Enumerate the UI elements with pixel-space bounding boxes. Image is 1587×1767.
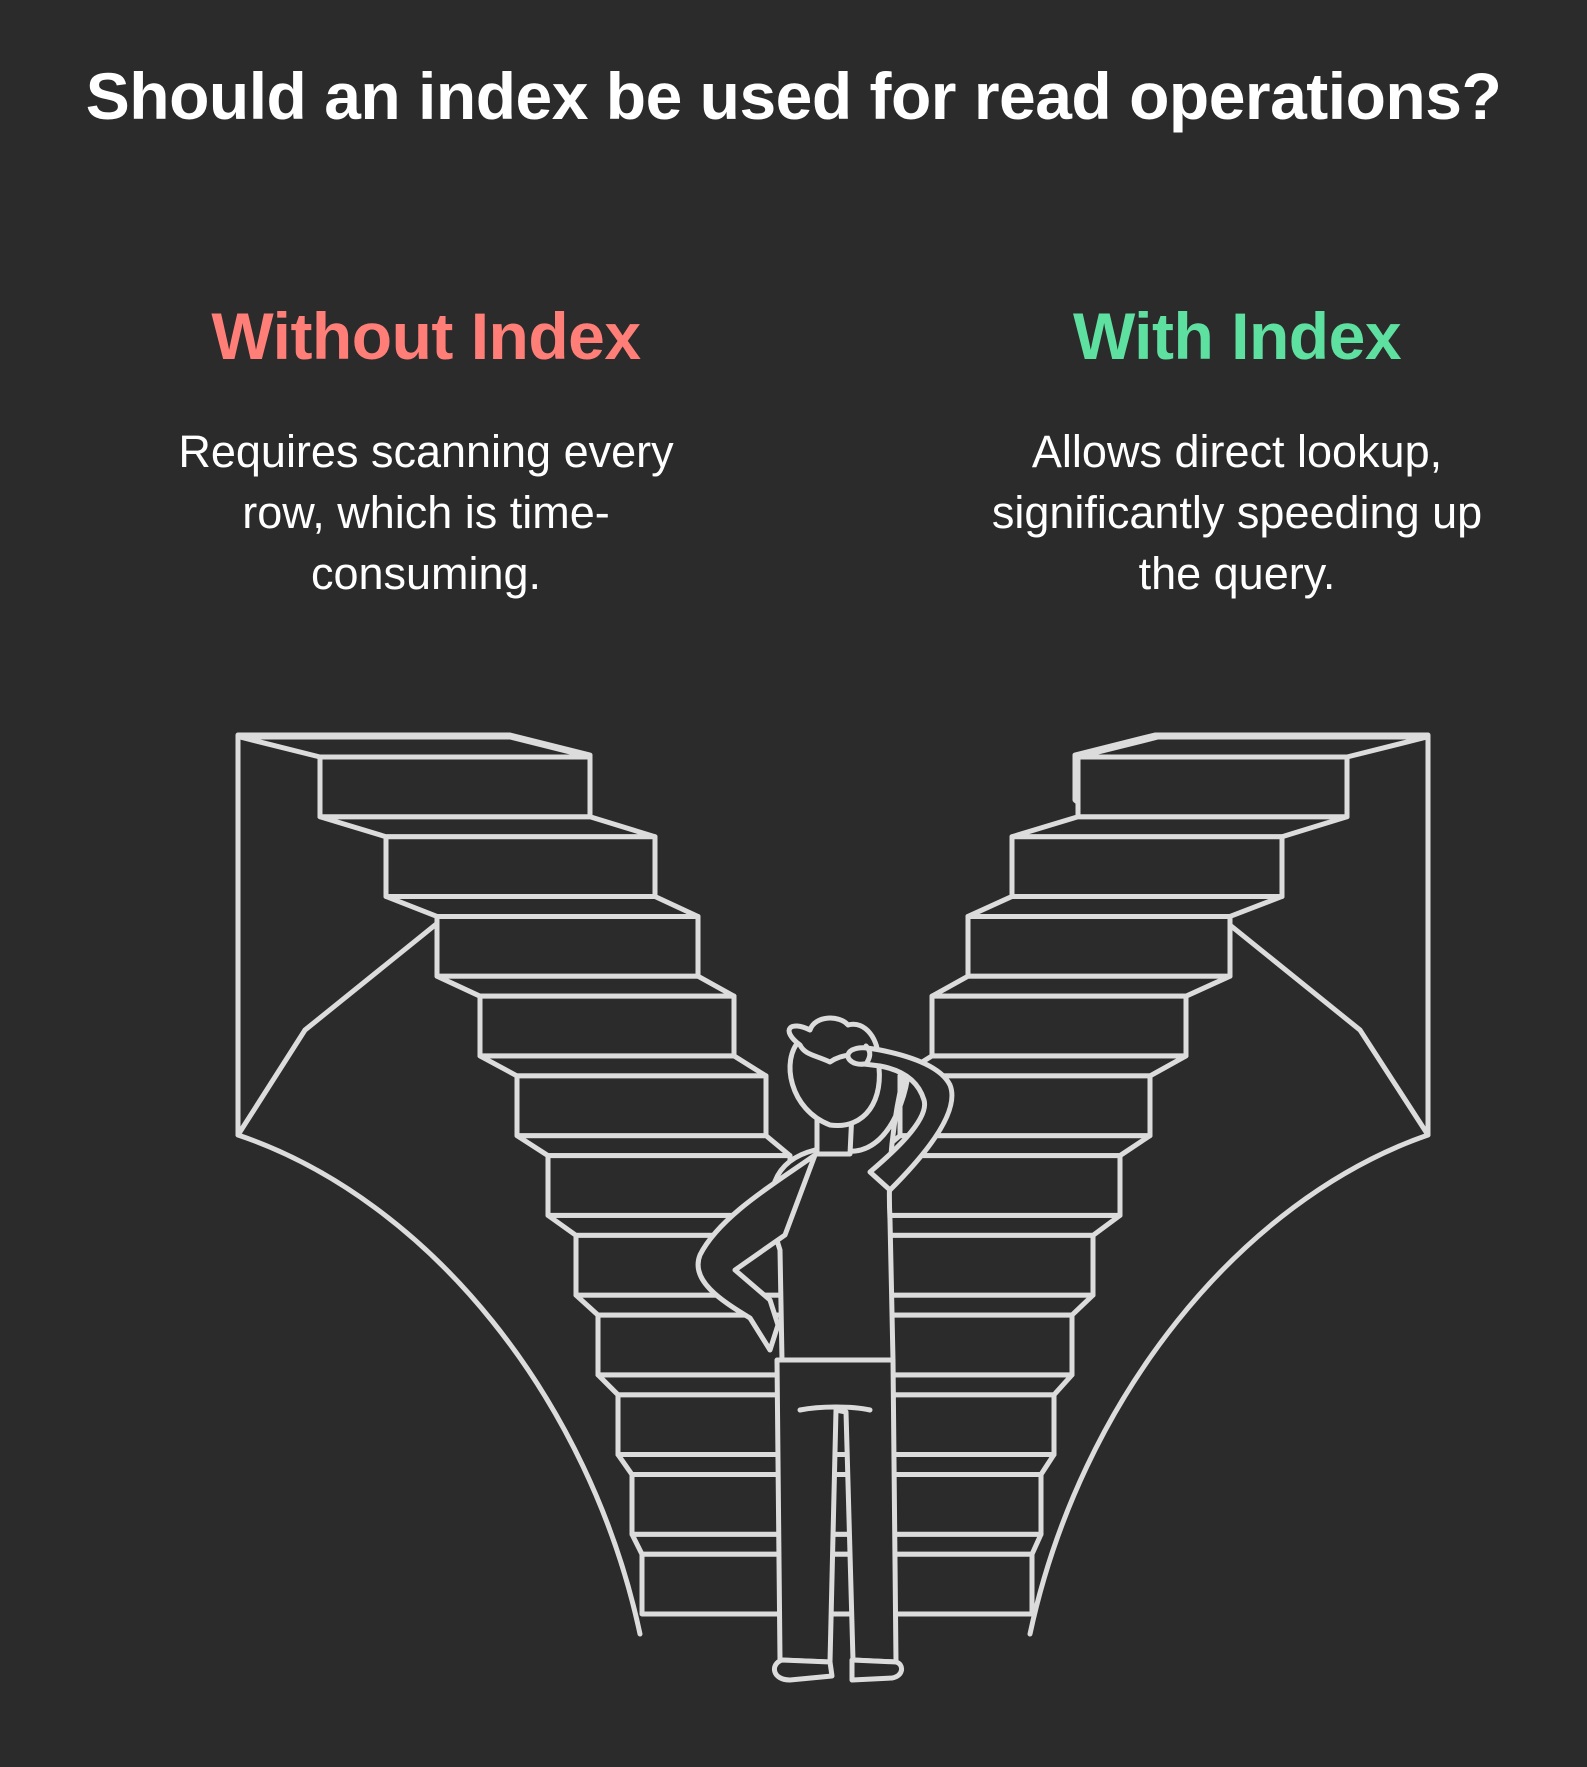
person-waist-line (797, 1404, 873, 1413)
left-staircase-icon (235, 732, 853, 1637)
left-step-tread (477, 1053, 769, 1079)
option-description-without-index: Requires scanning every row, which is ti… (178, 425, 674, 599)
option-with-index: With Index Allows direct lookup, signifi… (937, 300, 1537, 604)
page-title: Should an index be used for read operati… (85, 59, 1502, 133)
person-left-shoe (772, 1657, 835, 1683)
person-right-shoe (849, 1657, 904, 1683)
right-staircase-icon (815, 732, 1431, 1637)
right-step-riser (965, 913, 1233, 979)
right-step-tread (929, 973, 1233, 999)
right-step-tread (853, 1212, 1123, 1238)
left-step-tread (317, 814, 658, 840)
left-step-riser (477, 993, 737, 1059)
person-icon (695, 1015, 955, 1683)
left-step-tread (514, 1133, 793, 1159)
left-step-tread (434, 973, 737, 999)
person-hand-detail (863, 1043, 873, 1067)
right-step-tread (1009, 814, 1350, 840)
person-left-arm (695, 1152, 818, 1353)
option-without-index: Without Index Requires scanning every ro… (126, 300, 726, 604)
left-staircase-curve (235, 1132, 643, 1637)
right-step-riser (1075, 754, 1350, 820)
right-step-tread (965, 893, 1285, 919)
left-step-riser (383, 834, 658, 899)
right-step-riser (897, 1073, 1153, 1139)
right-staircase-curve (1027, 1132, 1431, 1637)
person-right-arm (845, 1045, 955, 1193)
left-step-riser (434, 913, 701, 979)
right-step-riser (1009, 834, 1285, 899)
left-step-tread (383, 893, 701, 919)
left-step-riser (514, 1073, 769, 1139)
right-step-riser (929, 993, 1189, 1059)
option-heading-with-index: With Index (1072, 299, 1402, 373)
option-description-with-index: Allows direct lookup, significantly spee… (991, 425, 1483, 599)
option-heading-without-index: Without Index (211, 299, 641, 373)
left-step-riser (317, 754, 593, 820)
